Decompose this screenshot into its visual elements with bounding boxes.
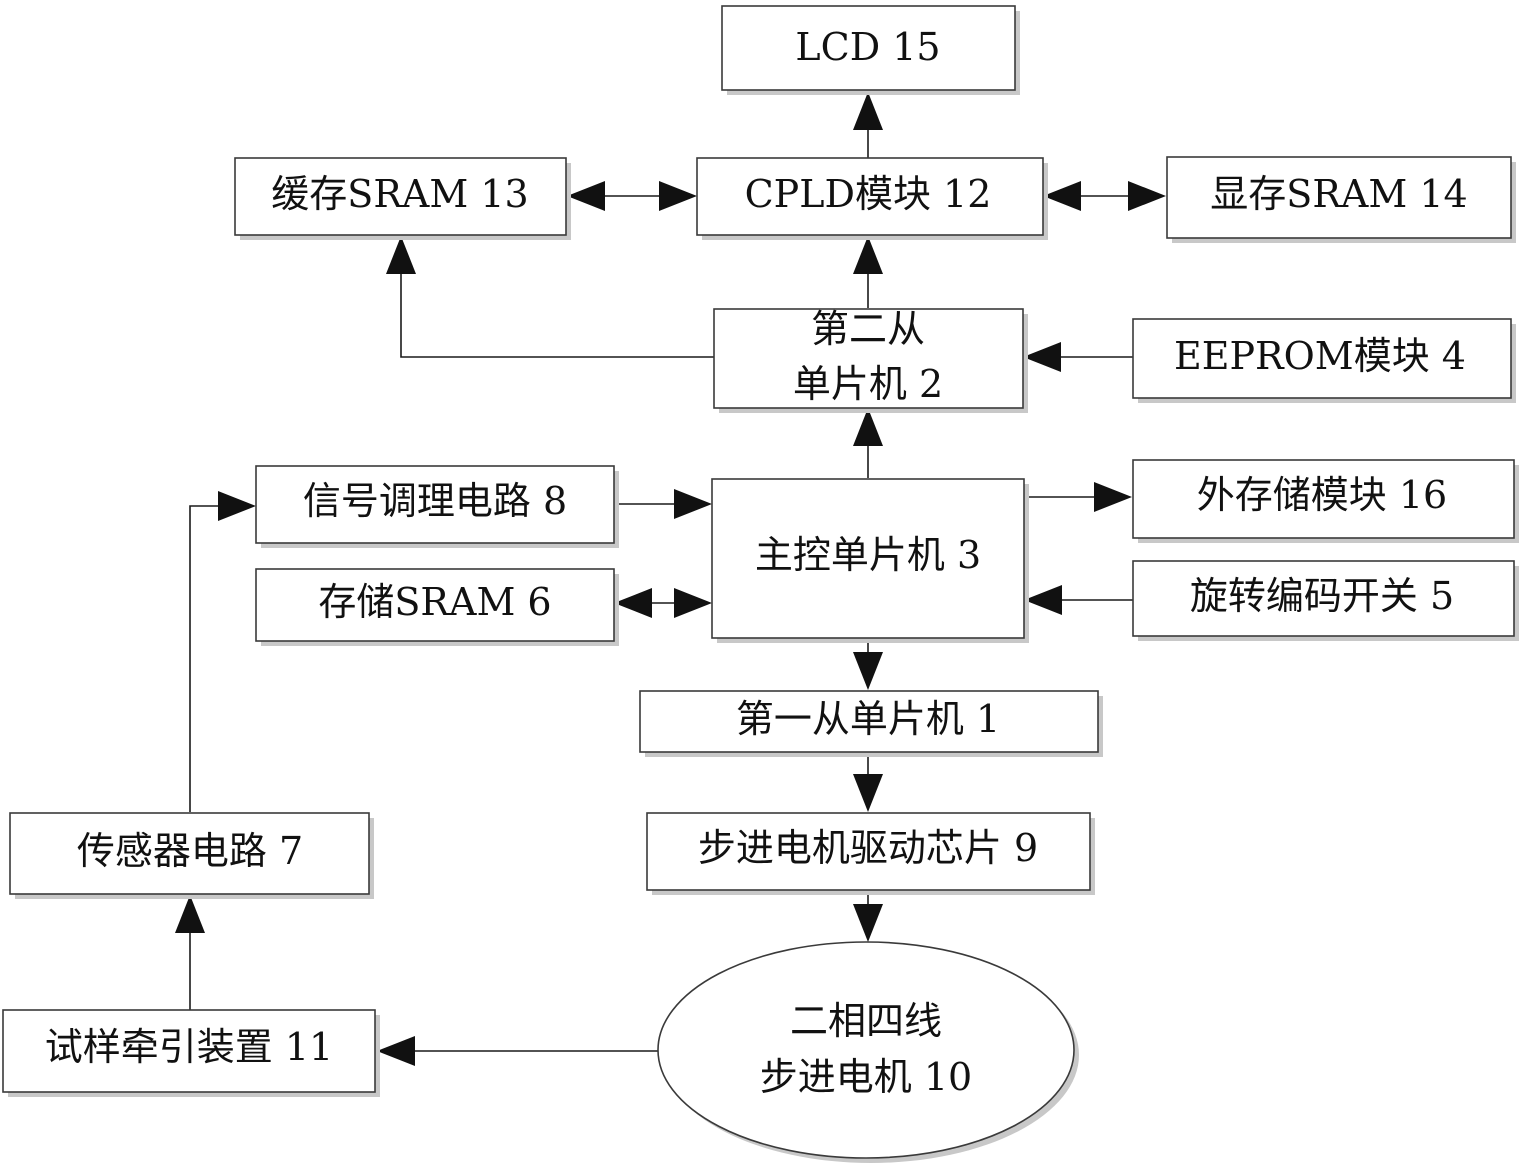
block-sensor-circuit: 传感器电路 7	[10, 813, 374, 899]
lcd-label: LCD 15	[795, 25, 940, 69]
arrowhead-into-main-from-rotary	[1024, 585, 1062, 615]
arrowhead-into-storage-sram	[614, 588, 652, 618]
cache-sram-label: 缓存SRAM 13	[271, 172, 528, 216]
arrowhead-into-lcd	[853, 92, 883, 130]
arrowhead-into-stepper-driver	[853, 774, 883, 812]
block-main-mcu: 主控单片机 3	[712, 479, 1029, 643]
block-lcd: LCD 15	[722, 6, 1020, 95]
arrowhead-into-second-slave-bottom	[853, 408, 883, 446]
storage-sram-label: 存储SRAM 6	[318, 580, 551, 624]
arrowhead-into-main-from-sram	[674, 588, 712, 618]
sample-pull-label: 试样牵引装置 11	[45, 1025, 333, 1069]
block-eeprom: EEPROM模块 4	[1133, 319, 1516, 403]
arrowhead-into-first-slave	[853, 652, 883, 690]
stepper-motor-label-line1: 二相四线	[790, 999, 942, 1043]
block-ext-storage: 外存储模块 16	[1133, 460, 1519, 543]
arrowhead-into-sample-pull	[377, 1036, 415, 1066]
arrowhead-into-cache-sram	[567, 181, 605, 211]
block-cache-sram: 缓存SRAM 13	[235, 158, 571, 240]
display-sram-label: 显存SRAM 14	[1210, 172, 1467, 216]
arrowhead-into-ext-storage	[1094, 482, 1132, 512]
first-slave-label: 第一从单片机 1	[736, 697, 1000, 741]
block-sample-pull-device: 试样牵引装置 11	[3, 1010, 380, 1097]
arrowhead-into-sensor	[175, 895, 205, 933]
block-display-sram: 显存SRAM 14	[1167, 157, 1516, 243]
block-stepper-driver: 步进电机驱动芯片 9	[647, 813, 1095, 895]
arrowhead-into-main-from-signal	[674, 489, 712, 519]
arrowhead-into-second-slave-right	[1023, 342, 1061, 372]
block-cpld: CPLD模块 12	[697, 158, 1048, 240]
arrowhead-into-cache-sram-bottom	[386, 236, 416, 274]
arrowhead-into-signal-cond	[218, 491, 256, 521]
main-mcu-label: 主控单片机 3	[755, 533, 981, 577]
line-second-slave-to-cache-sram	[401, 266, 714, 357]
block-rotary-switch: 旋转编码开关 5	[1133, 561, 1519, 641]
eeprom-label: EEPROM模块 4	[1174, 334, 1466, 378]
block-second-slave-mcu: 第二从 单片机 2	[714, 307, 1028, 413]
stepper-driver-label: 步进电机驱动芯片 9	[698, 826, 1038, 870]
ext-storage-label: 外存储模块 16	[1197, 473, 1447, 517]
arrowhead-into-cpld-right	[1043, 181, 1081, 211]
second-slave-label-line2: 单片机 2	[793, 362, 943, 406]
second-slave-label-line1: 第二从	[811, 307, 925, 351]
block-stepper-motor: 二相四线 步进电机 10	[658, 942, 1079, 1163]
arrowhead-into-display-sram	[1128, 181, 1166, 211]
arrowhead-into-motor	[853, 904, 883, 942]
block-storage-sram: 存储SRAM 6	[256, 569, 619, 646]
sensor-circuit-label: 传感器电路 7	[77, 829, 303, 873]
signal-conditioning-label: 信号调理电路 8	[303, 479, 567, 523]
cpld-label: CPLD模块 12	[745, 172, 992, 216]
block-first-slave-mcu: 第一从单片机 1	[640, 691, 1103, 757]
arrowhead-into-cpld-left	[659, 181, 697, 211]
arrowhead-into-cpld-bottom	[853, 236, 883, 274]
rotary-switch-label: 旋转编码开关 5	[1190, 574, 1454, 618]
block-signal-conditioning: 信号调理电路 8	[256, 466, 619, 548]
stepper-motor-label-line2: 步进电机 10	[760, 1055, 972, 1099]
line-sensor-to-signal	[190, 506, 226, 812]
